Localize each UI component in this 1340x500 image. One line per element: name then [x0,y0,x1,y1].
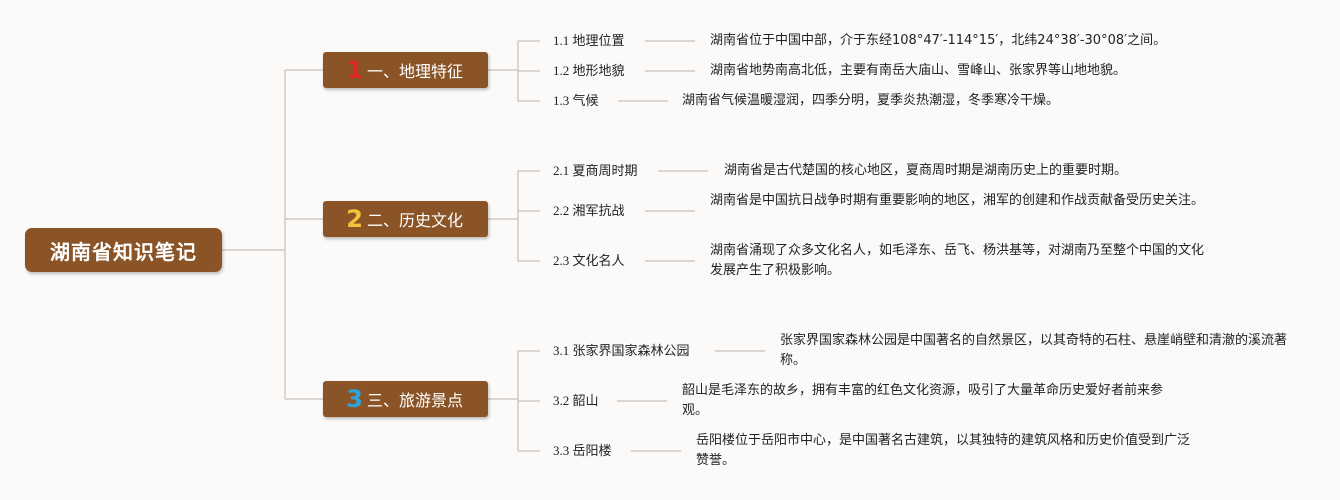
branch-history[interactable]: 2 二、历史文化 [323,201,488,237]
branch-tourism[interactable]: 3 三、旅游景点 [323,381,488,417]
branch-label: 二、历史文化 [367,211,464,230]
subtopic-1-3[interactable]: 1.3 气候 [553,93,599,108]
number-2-badge: 2 [346,205,363,233]
note-2-2: 湖南省是中国抗日战争时期有重要影响的地区，湘军的创建和作战贡献备受历史关注。 [710,193,1205,208]
note-2-1: 湖南省是古代楚国的核心地区，夏商周时期是湖南历史上的重要时期。 [724,163,1128,178]
note-1-2: 湖南省地势南高北低，主要有南岳大庙山、雪峰山、张家界等山地地貌。 [710,63,1127,78]
subtopic-1-2[interactable]: 1.2 地形地貌 [553,63,625,78]
branch-geography[interactable]: 1 一、地理特征 [323,52,488,88]
subtopic-2-2[interactable]: 2.2 湘军抗战 [553,203,625,218]
subtopic-2-3[interactable]: 2.3 文化名人 [553,253,625,268]
note-3-3: 岳阳楼位于岳阳市中心，是中国著名古建筑，以其独特的建筑风格和历史价值受到广泛赞誉… [696,433,1191,468]
note-2-3: 湖南省涌现了众多文化名人，如毛泽东、岳飞、杨洪基等，对湖南乃至整个中国的文化发展… [710,243,1205,278]
branch-label: 一、地理特征 [367,62,464,81]
subtopic-3-3[interactable]: 3.3 岳阳楼 [553,443,612,458]
root-title: 湖南省知识笔记 [50,239,197,264]
number-1-badge: 1 [346,56,363,84]
number-3-badge: 3 [346,385,363,413]
note-1-3: 湖南省气候温暖湿润，四季分明，夏季炎热潮湿，冬季寒冷干燥。 [682,93,1060,108]
root-topic[interactable]: 湖南省知识笔记 [25,228,222,272]
note-3-1: 张家界国家森林公园是中国著名的自然景区，以其奇特的石柱、悬崖峭壁和清澈的溪流著称… [780,333,1288,368]
subtopic-3-2[interactable]: 3.2 韶山 [553,393,599,408]
note-1-1: 湖南省位于中国中部，介于东经108°47′-114°15′，北纬24°38′-3… [710,33,1167,48]
subtopic-2-1[interactable]: 2.1 夏商周时期 [553,163,638,178]
subtopic-1-1[interactable]: 1.1 地理位置 [553,33,625,48]
branch-label: 三、旅游景点 [367,391,464,410]
subtopic-3-1[interactable]: 3.1 张家界国家森林公园 [553,343,690,358]
note-3-2: 韶山是毛泽东的故乡，拥有丰富的红色文化资源，吸引了大量革命历史爱好者前来参观。 [682,383,1164,418]
